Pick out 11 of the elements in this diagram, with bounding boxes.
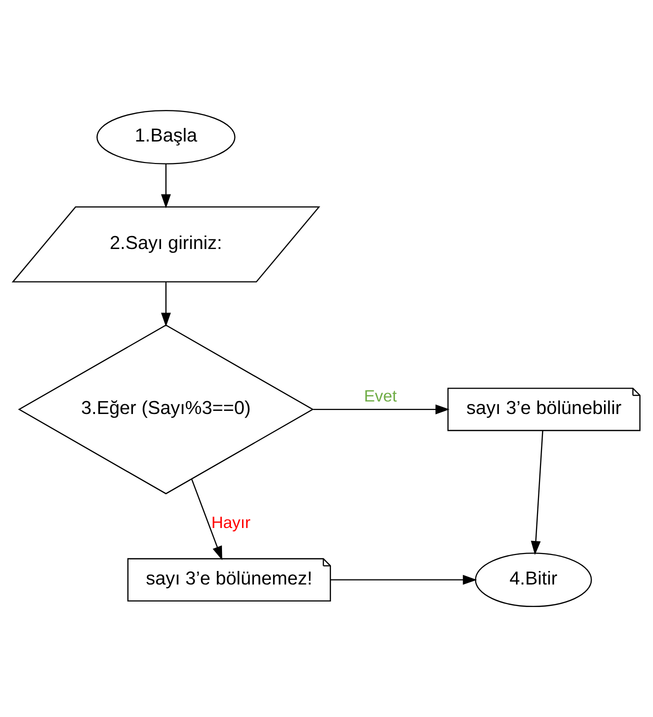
node-diamond: 3.Eğer (Sayı%3==0) [18,324,314,494]
arrow [161,282,171,327]
arrow [191,478,222,560]
arrow [313,404,450,414]
arrow [530,430,544,556]
arrow [161,164,171,208]
edge-label: Hayır [211,514,250,532]
arrow [330,574,477,585]
node-ellipse: 4.Bitir [474,552,592,608]
node-ellipse: 1.Başla [96,110,236,164]
edge-label: Evet [364,387,397,406]
